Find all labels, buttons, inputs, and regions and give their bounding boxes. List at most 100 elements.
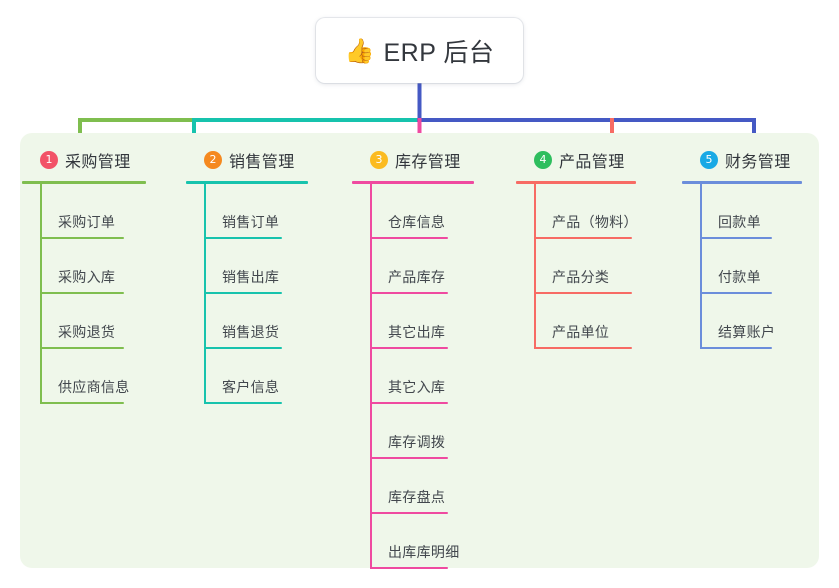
list-item[interactable]: 客户信息 xyxy=(186,349,356,404)
list-item[interactable]: 其它入库 xyxy=(352,349,537,404)
list-item-underline xyxy=(370,237,448,239)
list-item-underline xyxy=(40,402,124,404)
list-item-label: 销售订单 xyxy=(222,214,280,230)
column-item-list: 采购订单采购入库采购退货供应商信息 xyxy=(22,184,192,404)
column-4: 4 产品管理产品（物料） 产品分类产品单位 xyxy=(516,146,696,349)
column-3: 3 库存管理仓库信息产品库存其它出库其它入库库存调拨库存盘点出库库明细 xyxy=(352,146,537,569)
list-item-label: 采购退货 xyxy=(58,324,116,340)
list-item[interactable]: 销售订单 xyxy=(186,184,356,239)
column-rule xyxy=(516,181,636,184)
column-rule xyxy=(682,181,802,184)
list-item-underline xyxy=(534,237,632,239)
list-item-underline xyxy=(204,237,282,239)
list-item-label: 出库库明细 xyxy=(388,544,460,560)
list-item-label: 结算账户 xyxy=(718,324,776,340)
list-item-underline xyxy=(370,567,448,569)
list-item[interactable]: 回款单 xyxy=(682,184,822,239)
column-header-2[interactable]: 2 销售管理 xyxy=(186,146,356,174)
column-badge-number: 4 xyxy=(534,151,552,169)
column-badge-number: 1 xyxy=(40,151,58,169)
list-item-underline xyxy=(40,347,124,349)
list-item-underline xyxy=(700,237,772,239)
list-item-underline xyxy=(700,347,772,349)
column-badge-number: 3 xyxy=(370,151,388,169)
list-item-underline xyxy=(370,347,448,349)
list-item-label: 产品（物料） xyxy=(552,214,638,230)
root-node-title: ERP 后台 xyxy=(383,38,495,67)
column-title: 库存管理 xyxy=(395,154,461,171)
list-item[interactable]: 销售退货 xyxy=(186,294,356,349)
column-rule xyxy=(186,181,308,184)
list-item[interactable]: 采购入库 xyxy=(22,239,192,294)
column-header-4[interactable]: 4 产品管理 xyxy=(516,146,696,174)
column-spine xyxy=(204,184,206,404)
column-2: 2 销售管理销售订单销售出库销售退货客户信息 xyxy=(186,146,356,404)
list-item-underline xyxy=(40,292,124,294)
column-spine xyxy=(534,184,536,349)
list-item-label: 仓库信息 xyxy=(388,214,446,230)
list-item-underline xyxy=(534,292,632,294)
column-item-list: 回款单付款单结算账户 xyxy=(682,184,822,349)
list-item[interactable]: 产品（物料） xyxy=(516,184,696,239)
column-header-1[interactable]: 1 采购管理 xyxy=(22,146,192,174)
list-item-label: 供应商信息 xyxy=(58,379,130,395)
column-1: 1 采购管理采购订单采购入库采购退货供应商信息 xyxy=(22,146,192,404)
column-title: 产品管理 xyxy=(559,154,625,171)
list-item-label: 采购入库 xyxy=(58,269,116,285)
column-item-list: 产品（物料） 产品分类产品单位 xyxy=(516,184,696,349)
column-rule xyxy=(352,181,474,184)
list-item-label: 其它出库 xyxy=(388,324,446,340)
list-item[interactable]: 产品分类 xyxy=(516,239,696,294)
list-item-label: 付款单 xyxy=(718,269,761,285)
list-item-label: 产品分类 xyxy=(552,269,610,285)
list-item-underline xyxy=(700,292,772,294)
list-item[interactable]: 库存调拨 xyxy=(352,404,537,459)
list-item[interactable]: 产品单位 xyxy=(516,294,696,349)
diagram-panel xyxy=(20,133,819,568)
list-item-underline xyxy=(370,512,448,514)
list-item[interactable]: 仓库信息 xyxy=(352,184,537,239)
list-item-label: 销售出库 xyxy=(222,269,280,285)
list-item-underline xyxy=(370,402,448,404)
list-item-label: 客户信息 xyxy=(222,379,280,395)
list-item[interactable]: 付款单 xyxy=(682,239,822,294)
list-item[interactable]: 产品库存 xyxy=(352,239,537,294)
list-item-label: 库存调拨 xyxy=(388,434,446,450)
column-badge-number: 5 xyxy=(700,151,718,169)
list-item-label: 销售退货 xyxy=(222,324,280,340)
list-item-label: 采购订单 xyxy=(58,214,116,230)
root-node[interactable]: 👍 ERP 后台 xyxy=(316,18,523,83)
column-spine xyxy=(370,184,372,569)
column-title: 采购管理 xyxy=(65,154,131,171)
thumbs-up-icon: 👍 xyxy=(344,37,375,65)
list-item-label: 回款单 xyxy=(718,214,761,230)
list-item[interactable]: 供应商信息 xyxy=(22,349,192,404)
list-item-underline xyxy=(40,237,124,239)
column-item-list: 仓库信息产品库存其它出库其它入库库存调拨库存盘点出库库明细 xyxy=(352,184,537,569)
column-title: 销售管理 xyxy=(229,154,295,171)
list-item[interactable]: 库存盘点 xyxy=(352,459,537,514)
list-item-underline xyxy=(204,347,282,349)
list-item[interactable]: 其它出库 xyxy=(352,294,537,349)
list-item-label: 库存盘点 xyxy=(388,489,446,505)
column-item-list: 销售订单销售出库销售退货客户信息 xyxy=(186,184,356,404)
list-item-underline xyxy=(534,347,632,349)
list-item[interactable]: 采购订单 xyxy=(22,184,192,239)
list-item-label: 其它入库 xyxy=(388,379,446,395)
list-item-underline xyxy=(370,457,448,459)
list-item-label: 产品单位 xyxy=(552,324,610,340)
list-item[interactable]: 销售出库 xyxy=(186,239,356,294)
list-item-underline xyxy=(204,292,282,294)
list-item-underline xyxy=(204,402,282,404)
column-spine xyxy=(40,184,42,404)
list-item[interactable]: 采购退货 xyxy=(22,294,192,349)
column-spine xyxy=(700,184,702,349)
column-header-3[interactable]: 3 库存管理 xyxy=(352,146,537,174)
list-item[interactable]: 出库库明细 xyxy=(352,514,537,569)
column-rule xyxy=(22,181,146,184)
list-item-label: 产品库存 xyxy=(388,269,446,285)
column-badge-number: 2 xyxy=(204,151,222,169)
list-item[interactable]: 结算账户 xyxy=(682,294,822,349)
